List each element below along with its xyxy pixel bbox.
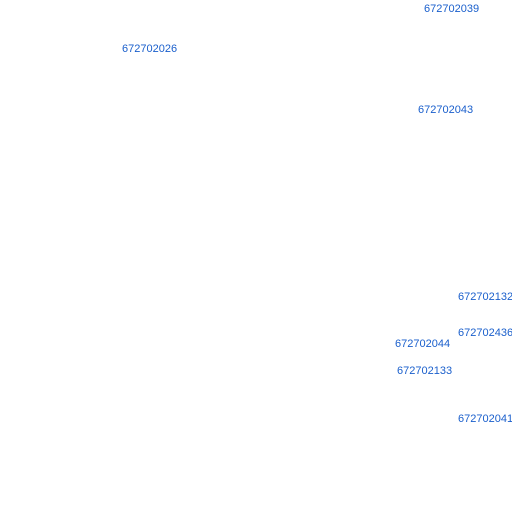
parcel-label[interactable]: 672702043 — [418, 104, 474, 116]
parcel-label[interactable]: 672702026 — [122, 43, 178, 55]
parcel-label[interactable]: 672702041 — [458, 413, 512, 425]
parcel-label[interactable]: 672702132 — [458, 291, 512, 303]
parcel-label[interactable]: 672702133 — [397, 365, 453, 377]
parcel-label[interactable]: 672702039 — [424, 3, 480, 15]
parcel-label[interactable]: 672702436 — [458, 327, 512, 339]
parcel-label[interactable]: 672702044 — [395, 338, 451, 350]
